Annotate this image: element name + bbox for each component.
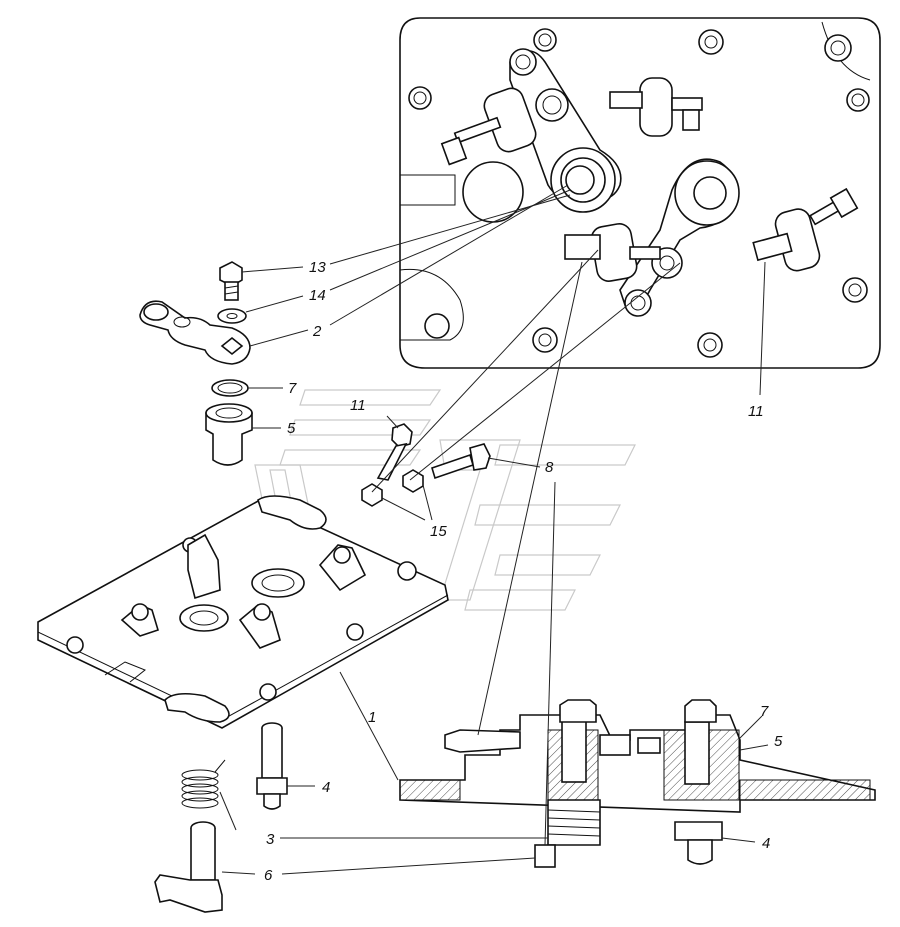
- spring-3: [181, 759, 226, 809]
- callout-11: 11: [350, 397, 366, 414]
- nut-15b: [402, 469, 424, 493]
- callout-5: 5: [287, 420, 296, 437]
- lever-2: [139, 300, 251, 365]
- shaft-6: [154, 821, 223, 913]
- ring-7: [211, 379, 249, 397]
- screw-8: [431, 443, 491, 480]
- washer-14: [217, 308, 247, 324]
- callout-4: 4: [322, 779, 330, 796]
- callout-7-section: 7: [760, 703, 769, 720]
- callout-1: 1: [368, 709, 376, 726]
- callout-4-section: 4: [762, 835, 770, 852]
- screw-11: [376, 423, 413, 481]
- callout-labels: 13 14 2 7 5 11 11 8 15 1 4 3 6 7 5 4: [264, 259, 783, 884]
- valve-plate-1: [37, 495, 449, 729]
- bushing-5: [205, 403, 253, 466]
- leader-lines: [219, 184, 769, 875]
- callout-7: 7: [288, 380, 297, 397]
- callout-15: 15: [430, 523, 447, 540]
- pin-4: [256, 722, 288, 810]
- callout-8: 8: [545, 459, 554, 476]
- callout-6: 6: [264, 867, 273, 884]
- callout-5-section: 5: [774, 733, 783, 750]
- callout-14: 14: [309, 287, 326, 304]
- section-view: [399, 699, 876, 868]
- callout-13: 13: [309, 259, 326, 276]
- callout-3: 3: [266, 831, 275, 848]
- bolt-13: [219, 261, 243, 301]
- callout-11-right: 11: [748, 403, 764, 420]
- valve-head-plate-top: [399, 17, 881, 369]
- callout-2: 2: [312, 323, 322, 340]
- nut-15a: [361, 483, 383, 507]
